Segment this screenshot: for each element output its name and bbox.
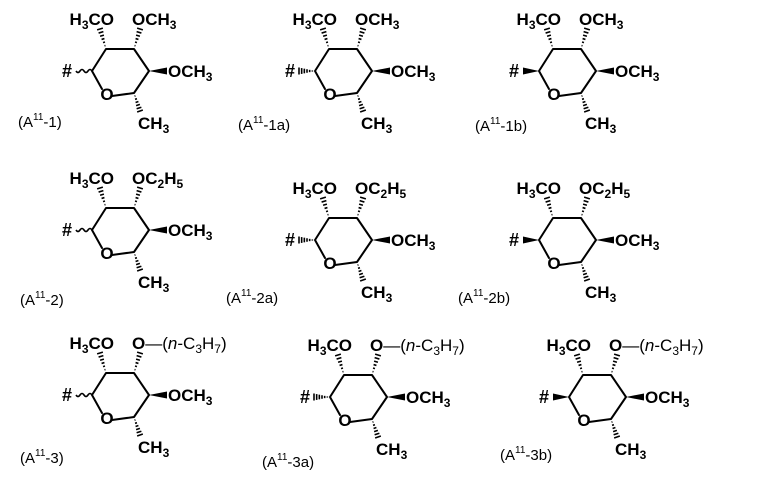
substituent-right: OCH3 (168, 221, 213, 243)
substituent-right: OCH3 (168, 62, 213, 84)
caption-s6: (A11-2b) (458, 288, 510, 307)
ring-oxygen-label: O (547, 85, 560, 104)
substituent-top-left: H3CO (547, 336, 591, 358)
ring-oxygen-label: O (100, 85, 113, 104)
substituent-right: OCH3 (615, 231, 660, 253)
substituent-bottom: CH3 (585, 283, 617, 305)
ring-oxygen-label: O (338, 411, 351, 430)
structure-s5: O # H3CO OC2H5OCH3CH3 (285, 179, 436, 305)
substituent-top-right: O—(n-C3H7) (370, 336, 465, 358)
substituent-right: OCH3 (391, 231, 436, 253)
structure-s6: O # H3CO OC2H5OCH3CH3 (509, 179, 660, 305)
anchor-hash-label: # (62, 220, 72, 240)
substituent-bottom: CH3 (138, 273, 170, 295)
ring-oxygen-label: O (577, 411, 590, 430)
structure-s2: O#H3COOCH3OCH3CH3 (285, 10, 436, 136)
substituent-bottom: CH3 (138, 438, 170, 460)
ring-oxygen-label: O (100, 409, 113, 428)
substituent-bottom: CH3 (361, 283, 393, 305)
substituent-top-left: H3CO (70, 169, 114, 191)
substituent-right: OCH3 (391, 62, 436, 84)
anchor-bond (76, 229, 92, 232)
substituent-top-right: OC2H5 (355, 179, 406, 201)
substituent-right: OCH3 (615, 62, 660, 84)
caption-s5: (A11-2a) (226, 288, 278, 307)
substituent-bottom: CH3 (138, 114, 170, 136)
substituent-right: OCH3 (406, 388, 451, 410)
substituent-bottom: CH3 (376, 440, 408, 462)
anchor-bond (553, 394, 569, 401)
anchor-hash-label: # (509, 61, 519, 81)
substituent-top-right: O—(n-C3H7) (609, 336, 704, 358)
anchor-hash-label: # (62, 385, 72, 405)
substituent-top-right: OC2H5 (132, 169, 183, 191)
substituent-top-left: H3CO (70, 334, 114, 356)
substituent-bottom: CH3 (361, 114, 393, 136)
anchor-bond (314, 394, 327, 401)
caption-s9: (A11-3b) (500, 445, 552, 464)
substituent-top-right: OCH3 (355, 10, 400, 32)
substituent-bottom: CH3 (585, 114, 617, 136)
substituent-bottom: CH3 (615, 440, 647, 462)
structure-s4: O # H3CO OC2H5OCH3CH3 (62, 169, 213, 295)
anchor-bond (76, 70, 92, 73)
anchor-bond (299, 237, 312, 244)
substituent-right: OCH3 (168, 386, 213, 408)
ring-oxygen-label: O (100, 244, 113, 263)
caption-s1: (A11-1) (18, 112, 62, 131)
substituent-top-left: H3CO (293, 10, 337, 32)
substituent-right: OCH3 (645, 388, 690, 410)
caption-s3: (A11-1b) (475, 116, 527, 135)
substituent-top-left: H3CO (293, 179, 337, 201)
caption-s7: (A11-3) (20, 448, 64, 467)
structure-s3: O#H3COOCH3OCH3CH3 (509, 10, 660, 136)
substituent-top-left: H3CO (70, 10, 114, 32)
anchor-bond (76, 394, 92, 397)
ring-oxygen-label: O (323, 254, 336, 273)
substituent-top-right: OCH3 (132, 10, 177, 32)
structure-s8: O # H3CO O—(n-C3H7) OCH3CH3 (300, 336, 465, 462)
substituent-top-right: OCH3 (579, 10, 624, 32)
caption-s8: (A11-3a) (262, 452, 314, 471)
substituent-top-left: H3CO (517, 179, 561, 201)
ring-oxygen-label: O (323, 85, 336, 104)
anchor-hash-label: # (509, 230, 519, 250)
anchor-hash-label: # (62, 61, 72, 81)
substituent-top-right: OC2H5 (579, 179, 630, 201)
anchor-hash-label: # (285, 230, 295, 250)
caption-s4: (A11-2) (20, 290, 64, 309)
anchor-bond (299, 68, 312, 75)
ring-oxygen-label: O (547, 254, 560, 273)
substituent-top-right: O—(n-C3H7) (132, 334, 227, 356)
anchor-hash-label: # (539, 387, 549, 407)
structure-s9: O # H3CO O—(n-C3H7) OCH3CH3 (539, 336, 704, 462)
caption-s2: (A11-1a) (238, 115, 290, 134)
anchor-hash-label: # (300, 387, 310, 407)
anchor-hash-label: # (285, 61, 295, 81)
structure-s1: O#H3COOCH3OCH3CH3 (62, 10, 213, 136)
substituent-top-left: H3CO (517, 10, 561, 32)
anchor-bond (523, 68, 539, 75)
substituent-top-left: H3CO (308, 336, 352, 358)
anchor-bond (523, 237, 539, 244)
structure-s7: O # H3CO O—(n-C3H7) OCH3CH3 (62, 334, 227, 460)
